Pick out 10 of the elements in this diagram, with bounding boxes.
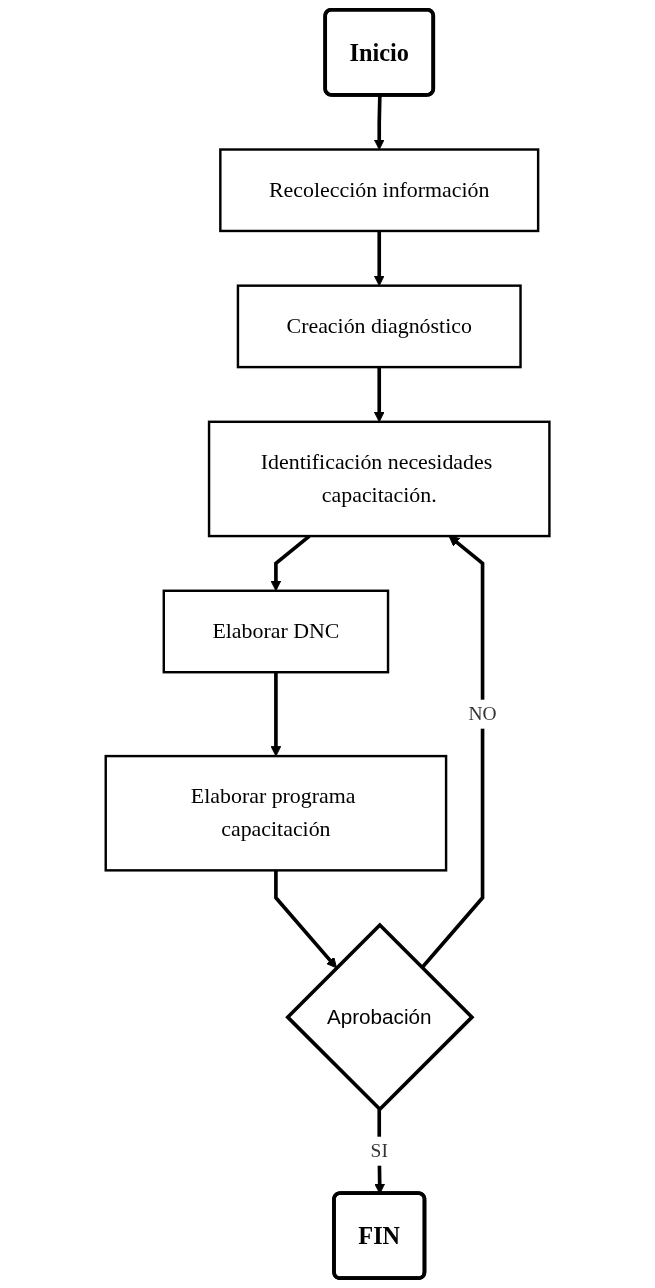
node-box: Creación diagnóstico bbox=[236, 284, 522, 369]
node-box: Elaborar programa capacitación bbox=[104, 754, 448, 872]
node-diamond: Aprobación bbox=[285, 922, 475, 1112]
edge-label: NO bbox=[468, 703, 497, 724]
node-box: Elaborar DNC bbox=[162, 589, 390, 674]
arrow bbox=[274, 870, 337, 969]
node-box: Recolección información bbox=[219, 148, 540, 233]
arrow bbox=[270, 672, 282, 757]
node-box: Identificación necesidades capacitación. bbox=[207, 420, 551, 538]
edge-label: SI bbox=[370, 1140, 388, 1161]
